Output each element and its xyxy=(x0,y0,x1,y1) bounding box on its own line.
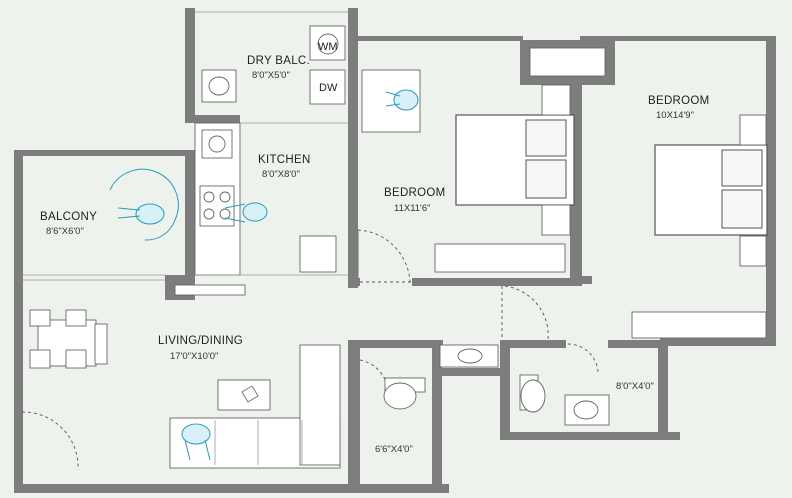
wc-icon xyxy=(520,379,546,413)
bedroom-1-size: 11X11'6" xyxy=(394,203,431,214)
dishwasher-icon xyxy=(309,69,346,105)
lounge-chair-icon xyxy=(109,168,179,241)
dry-balcony-name: DRY BALC. xyxy=(247,55,310,67)
doors xyxy=(21,229,599,471)
balcony-name: BALCONY xyxy=(40,211,97,223)
balcony-size: 8'6"X6'0" xyxy=(46,226,84,237)
stove-icon xyxy=(199,185,235,227)
kitchen-name: KITCHEN xyxy=(258,154,311,166)
room-labels: DRY BALC. 8'0"X5'0" WM DW KITCHEN 8'0"X8… xyxy=(40,41,710,455)
wm-label: WM xyxy=(318,41,338,53)
person-icon xyxy=(242,202,268,222)
tv-unit-icon xyxy=(174,284,246,296)
wardrobe-icon xyxy=(434,243,566,273)
dw-label: DW xyxy=(319,82,338,94)
bedroom-1-name: BEDROOM xyxy=(384,187,446,199)
living-dining-name: LIVING/DINING xyxy=(158,335,243,347)
washing-machine-icon xyxy=(317,33,339,55)
toilet-1-size: 6'6"X4'0" xyxy=(375,444,413,455)
balcony-furniture xyxy=(23,168,246,296)
wardrobe-icon xyxy=(631,311,767,339)
dry-balcony-size: 8'0"X5'0" xyxy=(252,70,290,81)
living-dining-size: 17'0"X10'0" xyxy=(170,351,218,362)
toilet-fixtures xyxy=(383,344,610,426)
bedroom-2-furniture xyxy=(631,114,768,339)
walls xyxy=(14,8,776,493)
bedroom-2-size: 10X14'9" xyxy=(656,110,694,121)
wc-icon xyxy=(383,382,417,410)
bedroom-2-name: BEDROOM xyxy=(648,95,710,107)
kitchen-size: 8'0"X8'0" xyxy=(262,169,300,180)
toilet-2-size: 8'0"X4'0" xyxy=(616,381,654,392)
fridge-icon xyxy=(299,235,337,273)
bedroom-1-furniture xyxy=(361,69,575,273)
living-dining-furniture xyxy=(29,309,341,469)
dry-balcony-fixtures xyxy=(195,11,348,105)
kitchen-fixtures xyxy=(194,122,348,276)
